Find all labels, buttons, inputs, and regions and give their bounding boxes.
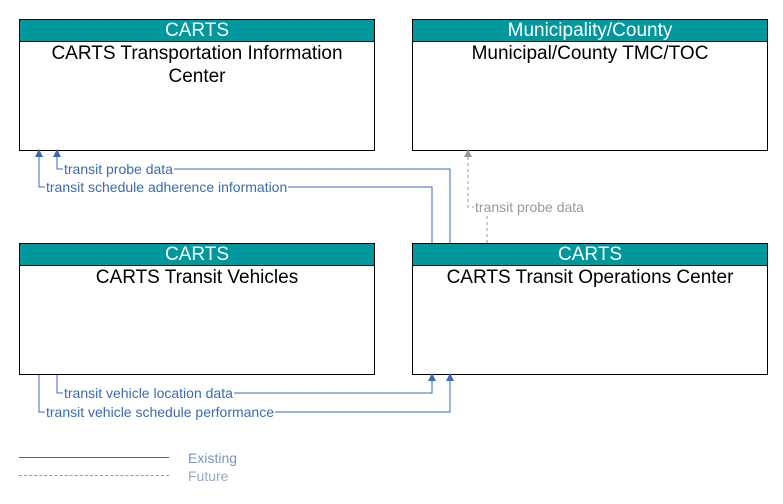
node-header: Municipality/County [413, 20, 767, 42]
node-name: CARTS Transit Vehicles [95, 267, 299, 288]
legend-future-line [19, 475, 169, 476]
node-name: Municipal/County TMC/TOC [471, 43, 709, 64]
node-name: CARTS Transit Operations Center [446, 267, 734, 288]
node-municipal-county-tmc-toc: Municipality/County Municipal/County TMC… [412, 19, 768, 151]
flow-label: transit probe data [474, 199, 585, 215]
node-name: CARTS Transportation Information Center [51, 43, 343, 87]
flow-line-transit-probe-data-to-tmc [464, 149, 488, 243]
legend-future-label: Future [188, 468, 229, 484]
node-carts-transit-vehicles: CARTS CARTS Transit Vehicles [19, 243, 375, 375]
legend-existing-line [19, 457, 169, 458]
flow-label: transit vehicle location data [63, 385, 234, 401]
node-header: CARTS [413, 244, 767, 266]
node-header: CARTS [20, 244, 374, 266]
node-carts-transit-operations-center: CARTS CARTS Transit Operations Center [412, 243, 768, 375]
flow-label: transit schedule adherence information [45, 179, 289, 195]
legend-existing-label: Existing [188, 450, 238, 466]
node-carts-transportation-information-center: CARTS CARTS Transportation Information C… [19, 19, 375, 151]
flow-label: transit vehicle schedule performance [45, 404, 276, 420]
flow-label: transit probe data [63, 161, 174, 177]
node-header: CARTS [20, 20, 374, 42]
